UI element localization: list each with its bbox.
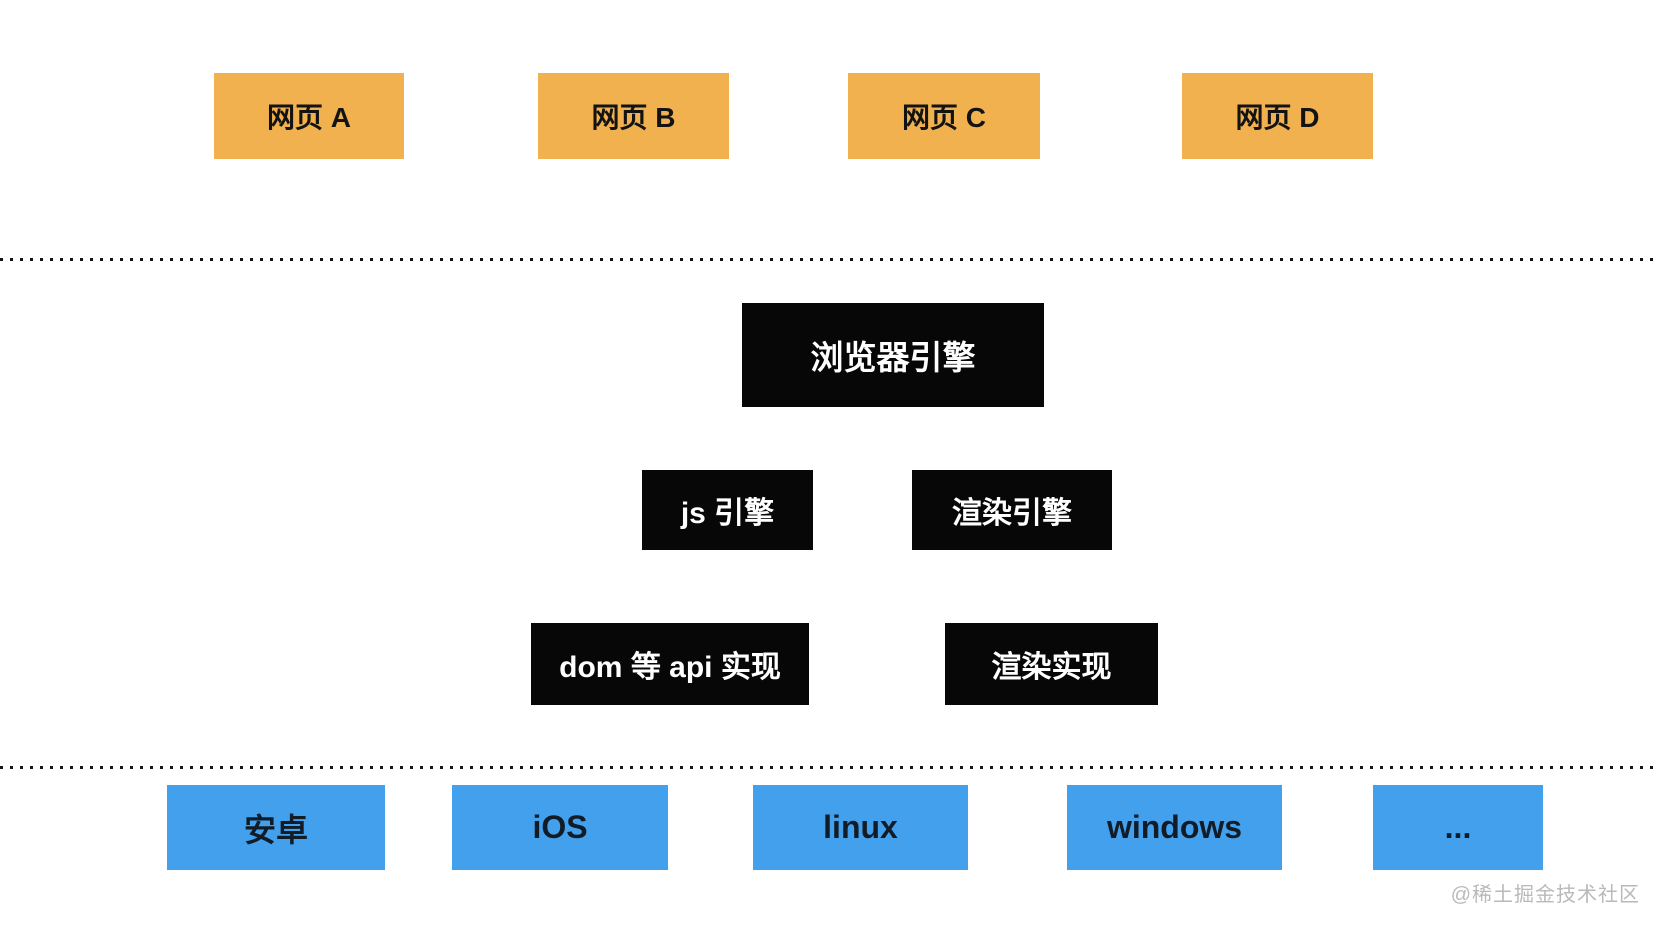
browser-engine-box: 浏览器引擎 [742, 303, 1044, 407]
platform-linux-box: linux [753, 785, 968, 870]
dom-api-impl-box: dom 等 api 实现 [531, 623, 809, 705]
webpage-a-box: 网页 A [214, 73, 404, 159]
render-impl-box: 渲染实现 [945, 623, 1158, 705]
webpage-c-box: 网页 C [848, 73, 1040, 159]
platform-android-box: 安卓 [167, 785, 385, 870]
watermark-text: @稀土掘金技术社区 [1450, 884, 1640, 906]
platform-ios-box: iOS [452, 785, 668, 870]
webpage-b-box: 网页 B [538, 73, 729, 159]
dotted-separator-top [0, 258, 1656, 261]
js-engine-box: js 引擎 [642, 470, 813, 550]
webpage-d-box: 网页 D [1182, 73, 1373, 159]
render-engine-box: 渲染引擎 [912, 470, 1112, 550]
platform-ellipsis-box: ... [1373, 785, 1543, 870]
platform-windows-box: windows [1067, 785, 1282, 870]
dotted-separator-bottom [0, 766, 1656, 769]
